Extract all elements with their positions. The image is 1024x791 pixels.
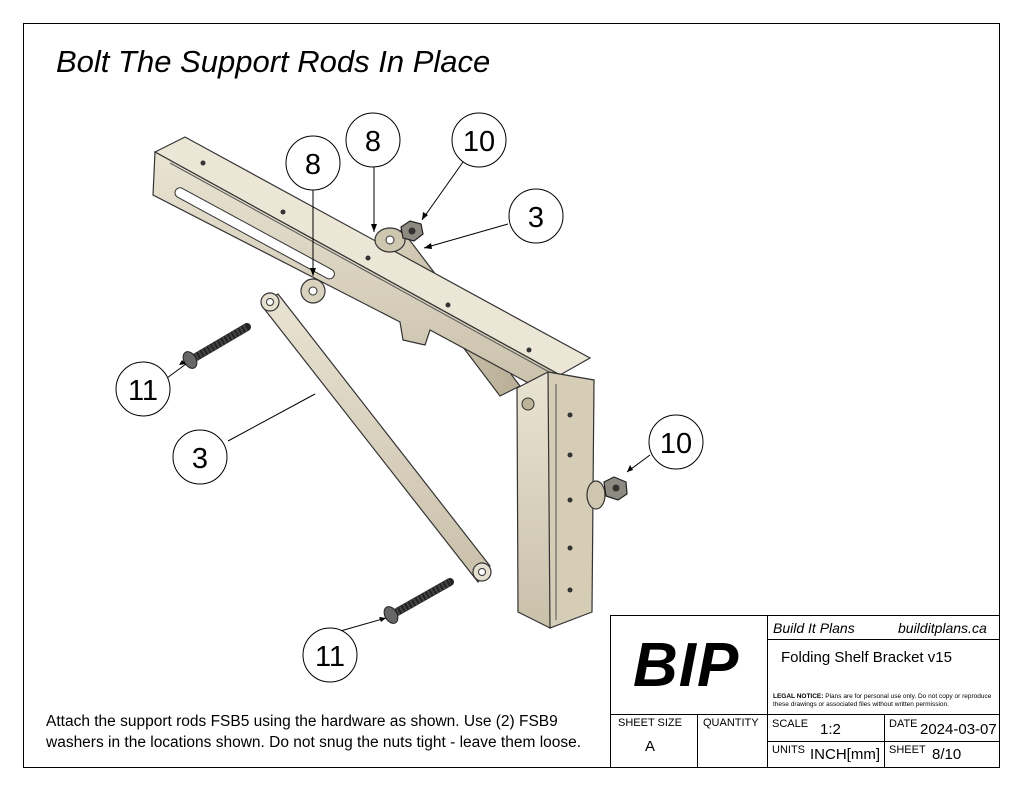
sheet-label: SHEET	[889, 744, 926, 756]
quantity-label: QUANTITY	[703, 717, 759, 729]
svg-text:11: 11	[128, 375, 158, 407]
nut-right	[586, 476, 628, 510]
legal-notice-label: LEGAL NOTICE:	[773, 693, 824, 700]
sheet-value: 8/10	[932, 746, 962, 763]
sheet-cell	[884, 741, 1000, 768]
scale-label: SCALE	[772, 718, 809, 730]
callout-3-lower: 3	[172, 429, 228, 485]
washer-left	[300, 278, 326, 304]
callout-balloons: 8 8 10 3 11 3 10 11	[115, 112, 704, 683]
company-cell	[767, 615, 1000, 640]
company-website: builditplans.ca	[898, 620, 987, 636]
date-label: DATE	[889, 718, 918, 730]
nut-upper	[400, 220, 424, 242]
callout-11-upper: 11	[115, 361, 171, 417]
callout-11-lower: 11	[302, 627, 358, 683]
svg-text:3: 3	[528, 202, 544, 234]
svg-text:11: 11	[315, 641, 345, 673]
svg-text:10: 10	[660, 428, 692, 460]
scale-value: 1:2	[820, 721, 841, 738]
bolt-lower	[383, 578, 454, 624]
sheet-size-value: A	[645, 738, 656, 755]
legal-notice: LEGAL NOTICE: Plans are for personal use…	[773, 693, 995, 709]
vertical-arm	[516, 371, 595, 629]
svg-text:3: 3	[192, 443, 208, 475]
date-value: 2024-03-07	[920, 721, 997, 738]
svg-text:8: 8	[305, 149, 321, 181]
svg-text:10: 10	[463, 126, 495, 158]
legal-notice-text: Plans are for personal use only. Do not …	[773, 693, 992, 708]
bip-logo: BIP	[633, 631, 740, 700]
horizontal-arm	[152, 136, 592, 402]
callout-8-right: 8	[345, 112, 401, 168]
bolt-upper	[182, 323, 251, 369]
assembly-instructions: Attach the support rods FSB5 using the h…	[46, 713, 582, 751]
company-name: Build It Plans	[773, 620, 855, 636]
svg-text:8: 8	[365, 126, 381, 158]
page-title: Bolt The Support Rods In Place	[56, 44, 491, 79]
callout-8-left: 8	[285, 135, 341, 191]
pivot-plate	[374, 227, 406, 253]
sheet-size-label: SHEET SIZE	[618, 717, 682, 729]
support-rod-lower	[260, 292, 492, 583]
leader-arrows	[179, 212, 633, 622]
part-name: Folding Shelf Bracket v15	[781, 649, 952, 666]
callout-3-top: 3	[508, 188, 564, 244]
units-label: UNITS	[772, 744, 805, 756]
callout-10-right: 10	[648, 414, 704, 470]
units-value: INCH[mm]	[810, 746, 880, 763]
drawing-frame	[23, 23, 1000, 768]
callout-10-top: 10	[451, 112, 507, 168]
